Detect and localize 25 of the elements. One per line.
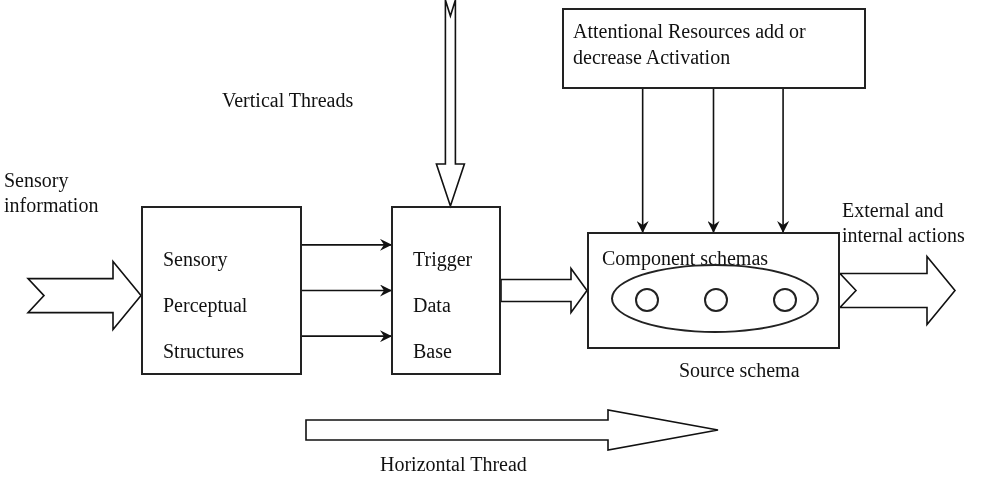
block-arrow xyxy=(838,254,957,327)
circle-shape xyxy=(635,288,659,312)
arrow xyxy=(636,88,649,233)
arrow xyxy=(301,238,392,251)
arrow xyxy=(301,330,392,343)
arrow xyxy=(301,284,392,297)
edge-label: External and internal actions xyxy=(842,198,966,248)
block-arrow xyxy=(435,0,466,209)
block-arrow xyxy=(500,266,588,315)
circle-shape xyxy=(704,288,728,312)
process-box xyxy=(562,8,866,89)
arrow xyxy=(777,88,790,233)
box-text: Component schemas xyxy=(602,246,770,270)
circle-shape xyxy=(773,288,797,312)
edge-label: Vertical Threads xyxy=(222,88,355,113)
label-text: Horizontal Thread xyxy=(380,452,527,477)
box-text: Attentional Resources add or decrease Activation xyxy=(573,19,807,70)
arrow xyxy=(707,88,720,233)
box-text: Sensory Perceptual Structures xyxy=(163,247,249,364)
edge-label: Sensory information xyxy=(4,168,100,218)
process-box xyxy=(391,206,501,375)
caption-text: Source schema xyxy=(679,358,800,383)
process-box xyxy=(141,206,302,375)
box-text: Trigger Data Base xyxy=(413,247,474,364)
block-arrow xyxy=(26,259,143,332)
